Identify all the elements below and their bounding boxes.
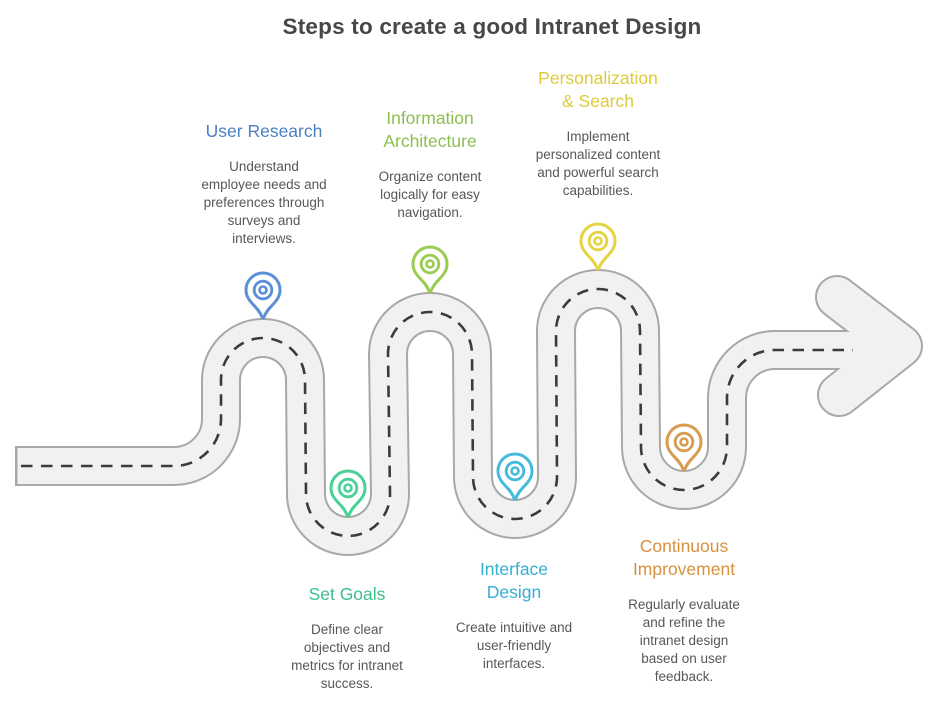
road-centerline — [21, 287, 853, 538]
step-heading: Personalization & Search — [538, 68, 658, 111]
step-description: Implement personalized content and power… — [535, 129, 661, 198]
diagram-title: Steps to create a good Intranet Design — [282, 14, 702, 39]
pin-set-goals-icon — [328, 468, 368, 520]
road-surface — [17, 271, 870, 554]
pin-user-research-icon — [243, 270, 283, 322]
pin-interface-design-icon — [495, 451, 535, 503]
step-heading: Interface Design — [479, 559, 549, 602]
step-heading: Set Goals — [308, 584, 386, 604]
step-description: Create intuitive and user-friendly inter… — [455, 620, 573, 671]
step-description: Organize content logically for easy navi… — [378, 169, 482, 220]
step-description: Regularly evaluate and refine the intran… — [628, 597, 740, 684]
step-heading: User Research — [205, 121, 323, 141]
arrow-head-icon — [817, 277, 921, 415]
pin-information-architecture-icon — [410, 244, 450, 296]
step-description: Define clear objectives and metrics for … — [291, 622, 403, 691]
step-heading: Continuous Improvement — [632, 536, 736, 579]
step-heading: Information Architecture — [383, 108, 477, 151]
pin-personalization-search-icon — [578, 221, 618, 273]
pin-continuous-improvement-icon — [664, 422, 704, 474]
step-description: Understand employee needs and preference… — [201, 159, 327, 246]
